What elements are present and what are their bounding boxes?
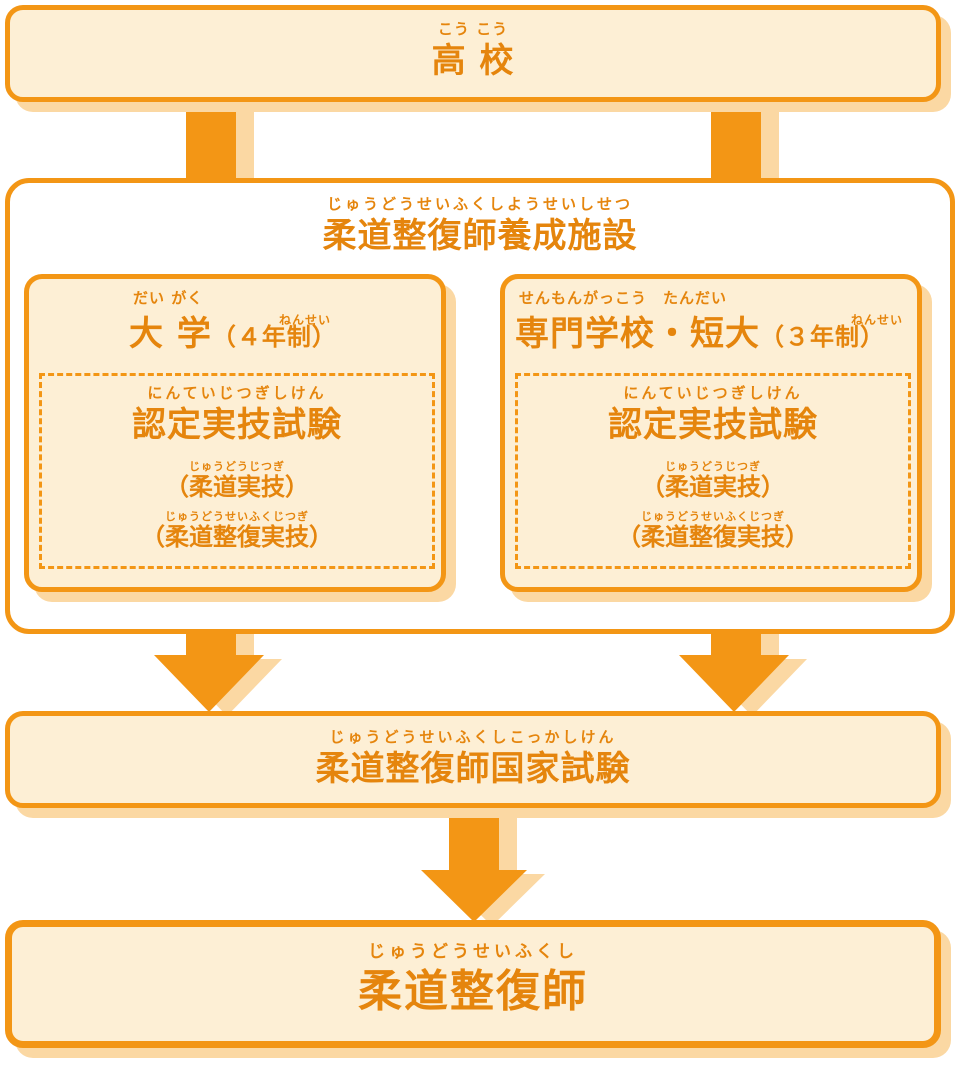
high-school-label: 高 校: [431, 41, 515, 81]
national-exam-label: 柔道整復師国家試験: [315, 749, 631, 789]
university-exam-item2-ruby: じゅうどうせいふくじつぎ: [165, 510, 309, 523]
college-exam-item1-ruby: じゅうどうじつぎ: [665, 460, 761, 473]
national-exam-box: じゅうどうせいふくしこっかしけん 柔道整復師国家試験: [5, 711, 941, 808]
judo-therapist-label: 柔道整復師: [358, 966, 588, 1017]
university-exam-label: 認定実技試験: [132, 405, 342, 445]
college-exam-label: 認定実技試験: [608, 405, 818, 445]
college-box: せんもんがっこう たんだい ねんせい 専門学校・短大（３年制） にんていじつぎし…: [500, 274, 922, 592]
university-years-ruby: ねんせい: [279, 313, 332, 327]
college-years-ruby: ねんせい: [851, 313, 904, 327]
university-box: だい がく ねんせい 大 学（４年制） にんていじつぎしけん 認定実技試験 じゅ…: [24, 274, 446, 592]
training-facility-label: 柔道整復師養成施設: [322, 216, 638, 256]
university-name: 大 学: [129, 314, 212, 354]
high-school-ruby: こう こう: [437, 20, 509, 38]
training-facility-ruby: じゅうどうせいふくしようせいしせつ: [326, 195, 633, 213]
university-ruby: だい がく: [133, 289, 204, 307]
college-ruby: せんもんがっこう たんだい: [519, 289, 728, 307]
university-exam-box: にんていじつぎしけん 認定実技試験 じゅうどうじつぎ （柔道実技） じゅうどうせ…: [39, 373, 435, 569]
college-exam-item2-ruby: じゅうどうせいふくじつぎ: [641, 510, 785, 523]
college-name: 専門学校・短大: [515, 314, 760, 354]
university-exam-ruby: にんていじつぎしけん: [147, 384, 327, 402]
college-exam-item2: （柔道整復実技）: [617, 523, 809, 551]
college-exam-ruby: にんていじつぎしけん: [623, 384, 803, 402]
university-label: 大 学（４年制）: [129, 313, 337, 358]
college-years: （３年制）: [760, 323, 885, 351]
judo-therapist-ruby: じゅうどうせいふくし: [368, 942, 578, 962]
national-exam-ruby: じゅうどうせいふくしこっかしけん: [329, 728, 617, 746]
college-exam-box: にんていじつぎしけん 認定実技試験 じゅうどうじつぎ （柔道実技） じゅうどうせ…: [515, 373, 911, 569]
college-exam-item1: （柔道実技）: [641, 473, 785, 501]
university-years: （４年制）: [211, 323, 337, 351]
high-school-box: こう こう 高 校: [5, 5, 941, 102]
university-exam-item1: （柔道実技）: [165, 473, 309, 501]
university-exam-item1-ruby: じゅうどうじつぎ: [189, 460, 285, 473]
college-label: 専門学校・短大（３年制）: [515, 313, 885, 358]
judo-therapist-box: じゅうどうせいふくし 柔道整復師: [5, 920, 941, 1048]
university-exam-item2: （柔道整復実技）: [141, 523, 333, 551]
